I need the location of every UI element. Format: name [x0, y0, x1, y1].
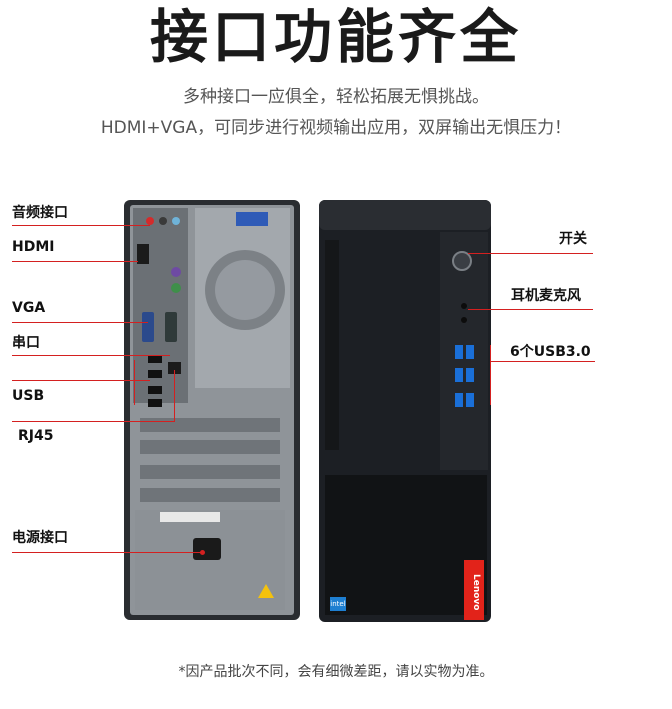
- footer-note: *因产品批次不同，会有细微差距，请以实物为准。: [178, 664, 494, 680]
- leader-line-usb: [12, 380, 150, 381]
- label-power-switch: 开关: [559, 231, 587, 247]
- leader-line-rj45: [12, 421, 175, 422]
- page-title: 接口功能齐全: [149, 3, 522, 71]
- leader-vline-rj45: [174, 370, 175, 422]
- label-hdmi: HDMI: [12, 239, 55, 255]
- label-audio: 音频接口: [12, 205, 68, 221]
- leader-line-switch: [468, 253, 593, 254]
- leader-line-serial: [12, 355, 170, 356]
- label-rj45: RJ45: [18, 428, 54, 444]
- label-serial: 串口: [12, 335, 40, 351]
- subtitle-line-2: HDMI+VGA，可同步进行视频输出应用，双屏输出无惧压力！: [100, 118, 572, 138]
- label-vga: VGA: [12, 300, 46, 316]
- leader-line-vga: [12, 322, 148, 323]
- label-power-connector: 电源接口: [12, 530, 68, 546]
- label-usb: USB: [12, 388, 45, 404]
- leader-line-usb3: [490, 361, 595, 362]
- lenovo-logo: Lenovo: [471, 573, 481, 611]
- leader-line-hdmi: [12, 261, 138, 262]
- label-headset-mic: 耳机麦克风: [511, 288, 581, 304]
- leader-line-headset: [468, 309, 593, 310]
- intel-badge: intel: [330, 600, 346, 608]
- leader-line-audio: [12, 225, 150, 226]
- leader-vline-usb3: [490, 345, 491, 405]
- subtitle-line-1: 多种接口一应俱全，轻松拓展无惧挑战。: [183, 87, 489, 107]
- label-usb3: 6个USB3.0: [510, 344, 591, 360]
- leader-dot-power: [200, 550, 205, 555]
- leader-line-power: [12, 552, 202, 553]
- leader-vline-usb: [134, 360, 135, 405]
